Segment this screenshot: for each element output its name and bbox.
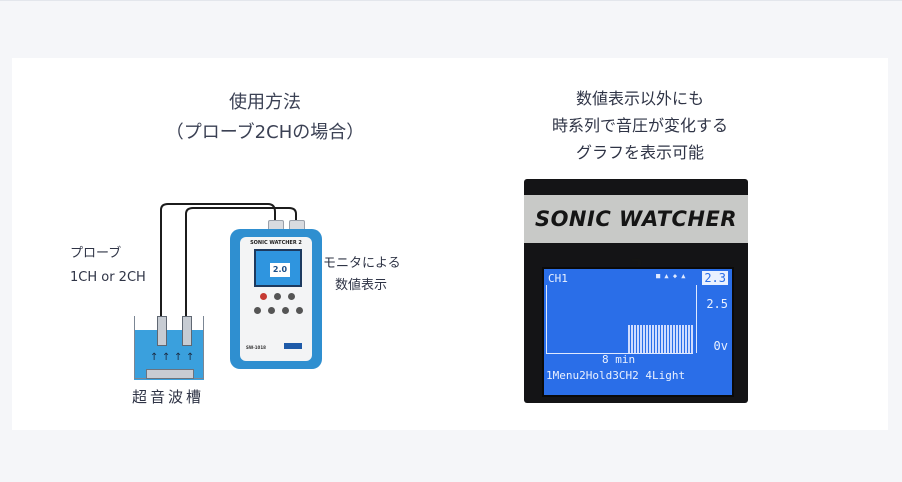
device-button [282,307,289,314]
device-face: SONIC WATCHER 2 2.0 SW-1018 [240,237,312,361]
wave-arrow-icon: ↑ [186,352,195,363]
device-button [254,307,261,314]
lcd-time-label: 8 min [602,353,636,366]
lcd-graph-trace [628,325,694,353]
probe-channel-label: 1CH or 2CH [70,270,146,285]
ultrasonic-bath: ↑ ↑ ↑ ↑ [134,316,204,380]
probe-label: プローブ [70,246,122,261]
lcd-value-low: 0v [713,339,728,353]
device-model: SW-1018 [246,345,266,350]
lcd-menu: 1Menu2Hold3CH2 4Light [546,369,686,382]
bath-label: 超音波槽 [132,388,205,406]
lcd-screen: CH1 ■ ▲ ◆ ▲ 2.3 2.5 0v 8 min 1Menu2Hold3… [542,267,734,397]
device-button [274,293,281,300]
device-button [268,307,275,314]
top-divider [0,0,902,1]
sonic-watcher-device: SONIC WATCHER 2 2.0 SW-1018 [230,229,322,369]
lcd-channel: CH1 [548,272,568,285]
device-reading: 2.0 [270,263,290,277]
lcd-value-axis [696,285,697,353]
lcd-value-mid: 2.5 [706,297,728,311]
device-button [288,293,295,300]
usage-subtitle: （プローブ2CHの場合） [165,122,365,143]
device-button [296,307,303,314]
lcd-status-icons: ■ ▲ ◆ ▲ [656,272,686,280]
probe-ch2 [182,316,192,346]
numeric-display-label: 数値表示 [335,278,388,293]
transducer-plate [146,369,194,379]
power-button [260,293,267,300]
usage-title: 使用方法 [229,92,301,113]
device-logo [284,343,302,349]
probe-ch1 [157,316,167,346]
lcd-plot-area [546,285,693,354]
monitor-label: モニタによる [323,256,401,271]
lcd-value-top: 2.3 [702,271,728,285]
graph-caption-line3: グラフを表示可能 [575,143,704,162]
wave-arrow-icon: ↑ [162,352,171,363]
device-name: SONIC WATCHER 2 [250,240,302,246]
lcd-photo: SONIC WATCHER 2 CH1 ■ ▲ ◆ ▲ 2.3 2.5 0v 8… [524,179,748,403]
wave-arrow-icon: ↑ [174,352,183,363]
graph-caption-line1: 数値表示以外にも [575,89,704,108]
lcd-brand: SONIC WATCHER 2 [524,195,748,279]
wave-arrow-icon: ↑ [150,352,159,363]
graph-caption-line2: 時系列で音圧が変化する [551,116,728,135]
device-screen: 2.0 [254,249,302,287]
